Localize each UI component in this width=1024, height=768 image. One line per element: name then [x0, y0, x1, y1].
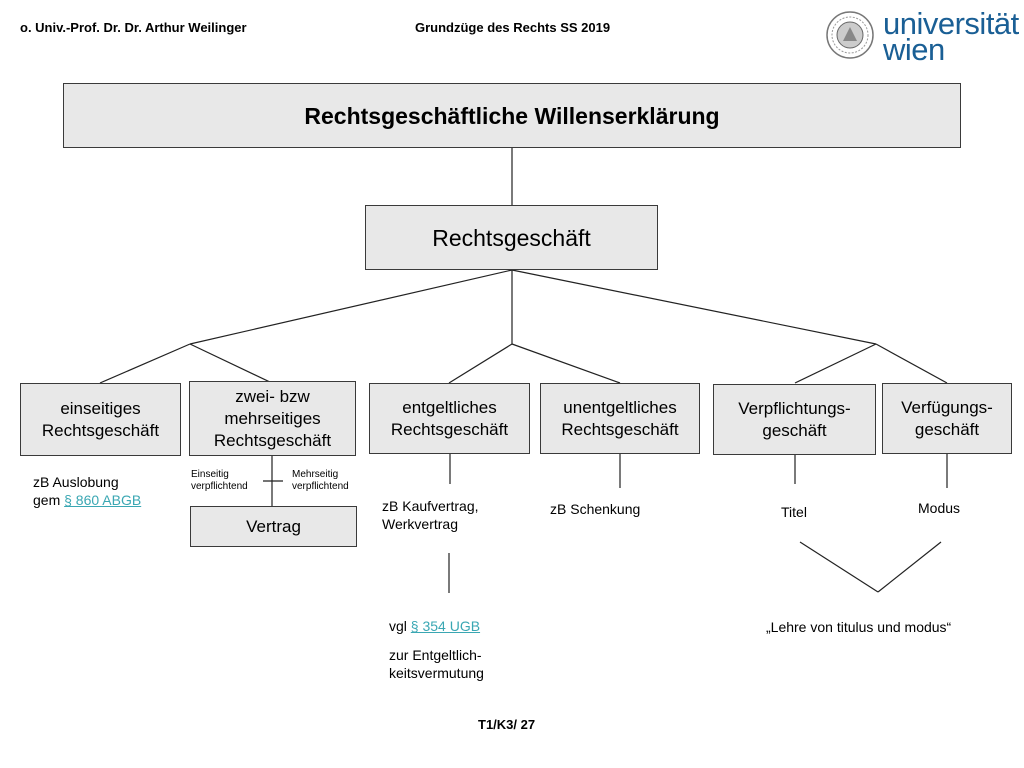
mehrseitig-verpflichtend-label: Mehrseitig verpflichtend [292, 469, 349, 492]
university-seal-icon [826, 10, 874, 65]
title-box: Rechtsgeschäftliche Willenserklärung [63, 83, 961, 148]
slide-number: T1/K3/ 27 [478, 717, 536, 732]
ugb-354-link[interactable]: § 354 UGB [410, 618, 481, 634]
box-entgeltlich-label: entgeltliches Rechtsgeschäft [390, 397, 509, 439]
university-logo: universität wien [826, 8, 1019, 70]
box-entgeltlich: entgeltliches Rechtsgeschäft [369, 383, 530, 454]
kaufvertrag-note: zB Kaufvertrag, Werkvertrag [382, 498, 479, 532]
box-verfuegung-label: Verfügungs- geschäft [901, 397, 993, 439]
logo-word-universitaet: universität [883, 6, 1019, 41]
rechtsgeschaeft-box: Rechtsgeschäft [365, 205, 658, 270]
titel-label: Titel [781, 504, 807, 520]
vgl-text: vgl [389, 618, 411, 634]
logo-word-wien: wien [883, 32, 945, 67]
box-verfuegung: Verfügungs- geschäft [882, 383, 1012, 454]
box-verpflichtung: Verpflichtungs- geschäft [713, 384, 876, 455]
vgl-note: vgl § 354 UGB [389, 617, 480, 635]
box-einseitig-label: einseitiges Rechtsgeschäft [41, 398, 160, 440]
box-mehrseitig-label: zwei- bzw mehrseitiges Rechtsgeschäft [213, 386, 332, 450]
titulus-modus-note: „Lehre von titulus und modus“ [766, 619, 952, 635]
vertrag-box: Vertrag [190, 506, 357, 547]
box-verpflichtung-label: Verpflichtungs- geschäft [738, 398, 851, 440]
abgb-860-link[interactable]: § 860 ABGB [64, 492, 142, 508]
title-text: Rechtsgeschäftliche Willenserklärung [304, 102, 720, 129]
box-unentgeltlich: unentgeltliches Rechtsgeschäft [540, 383, 700, 454]
box-mehrseitig: zwei- bzw mehrseitiges Rechtsgeschäft [189, 381, 356, 456]
auslobung-note: zB Auslobung gem § 860 ABGB [33, 473, 141, 509]
box-unentgeltlich-label: unentgeltliches Rechtsgeschäft [561, 397, 679, 439]
box-einseitig: einseitiges Rechtsgeschäft [20, 383, 181, 456]
course-header: Grundzüge des Rechts SS 2019 [415, 20, 611, 35]
modus-label: Modus [918, 500, 961, 516]
auslobung-text: zB Auslobung gem [33, 474, 119, 508]
entgeltlichkeit-note: zur Entgeltlich- keitsvermutung [389, 647, 484, 681]
author-header: o. Univ.-Prof. Dr. Dr. Arthur Weilinger [20, 20, 247, 35]
rechtsgeschaeft-text: Rechtsgeschäft [432, 224, 591, 251]
einseitig-verpflichtend-label: Einseitig verpflichtend [191, 469, 248, 492]
schenkung-note: zB Schenkung [550, 501, 641, 517]
vertrag-text: Vertrag [246, 516, 301, 536]
